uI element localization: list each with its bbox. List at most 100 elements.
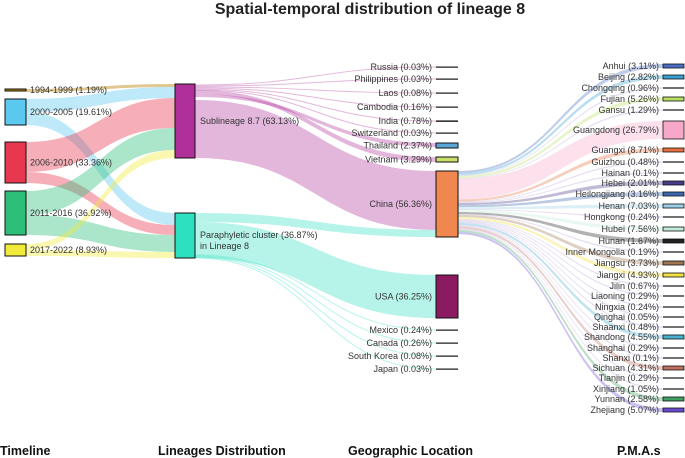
flow-2000-2005-to-sublineage (26, 87, 175, 112)
province-node-guangdong (662, 120, 685, 140)
province-label-henan: Henan (7.03%) (598, 201, 659, 211)
province-node-shandong (662, 334, 685, 340)
province-label-heilongjiang: Heilongjiang (3.16%) (575, 189, 659, 199)
flow-china-to-zhejiang (458, 232, 663, 412)
timeline-label-2011-2016: 2011-2016 (36.92%) (30, 208, 111, 218)
flow-paraphyletic-to-china (195, 213, 436, 237)
flow-china-to-shanghai (458, 224, 663, 349)
province-label-xinjiang: Xinjiang (1.05%) (593, 384, 659, 394)
country-label-south-korea: South Korea (0.08%) (348, 351, 432, 361)
flow-china-to-jiangxi (458, 217, 663, 277)
flow-china-to-guangdong (458, 121, 663, 200)
province-label-shaanxi: Shaanxi (0.48%) (592, 322, 659, 332)
province-node-henan (662, 203, 685, 209)
country-label-china: China (56.36%) (369, 199, 432, 209)
flow-china-to-jiangsu (458, 214, 663, 265)
province-label-ningxia: Ningxia (0.24%) (595, 302, 659, 312)
flow-china-to-hunan (458, 212, 663, 243)
province-node-xinjiang (663, 388, 684, 390)
flow-sublineage-to-small-country-5 (194, 89, 437, 134)
flow-china-to-liaoning (458, 219, 663, 297)
province-label-zhejiang: Zhejiang (5.07%) (590, 405, 659, 415)
province-node-zhejiang (662, 407, 685, 413)
flow-china-to-gansu (458, 109, 663, 179)
province-node-guangxi (662, 147, 685, 153)
flow-sublineage-to-vietnam (195, 90, 436, 162)
country-node-usa (435, 274, 459, 319)
flow-sublineage-to-thailand (195, 94, 436, 147)
province-node-guizhou (663, 161, 684, 163)
province-node-shanghai (663, 347, 684, 349)
flow-china-to-hongkong (458, 209, 663, 218)
flow-sublineage-to-small-country-0 (194, 66, 437, 86)
country-node-vietnam (435, 156, 459, 163)
province-label-gansu: Gansu (1.29%) (598, 105, 659, 115)
country-node-south-korea (436, 355, 458, 357)
province-node-hainan (663, 172, 684, 174)
flow-china-to-chongqing (458, 87, 663, 176)
flow-china-to-ningxia (458, 220, 663, 308)
flow-china-to-hebei (458, 181, 663, 206)
province-label-hunan: Hunan (1.67%) (598, 236, 659, 246)
flow-china-to-guangxi (458, 148, 663, 202)
country-node-mexico (436, 329, 458, 331)
flow-china-to-inner-mongolia (458, 214, 663, 253)
flow-2011-2016-to-sublineage (26, 128, 175, 215)
province-node-hubei (662, 226, 685, 232)
province-label-hebei: Hebei (2.01%) (601, 178, 659, 188)
country-label-canada: Canada (0.26%) (366, 338, 432, 348)
flow-china-to-shaanxi (458, 222, 663, 328)
province-label-fujian: Fujian (5.26%) (600, 94, 659, 104)
flow-paraphyletic-to-lower-country-1 (194, 255, 437, 344)
province-label-shandong: Shandong (4.55%) (584, 332, 659, 342)
flow-sublineage-to-small-country-4 (194, 88, 437, 122)
country-node-switzerland (436, 132, 458, 134)
column-header-pmas: P.M.A.s (617, 444, 661, 458)
flow-sublineage-to-china (195, 100, 436, 230)
province-label-sichuan: Sichuan (4.31%) (592, 363, 659, 373)
province-node-sichuan (662, 365, 685, 371)
province-node-fujian (662, 96, 685, 102)
flow-china-to-shanxi (458, 225, 663, 359)
province-label-hainan: Hainan (0.1%) (601, 168, 659, 178)
province-label-tianjin: Tianjin (0.29%) (599, 373, 659, 383)
country-label-mexico: Mexico (0.24%) (369, 325, 432, 335)
country-label-switzerland: Switzerland (0.03%) (351, 128, 432, 138)
province-node-chongqing (663, 87, 684, 89)
flow-china-to-fujian (458, 97, 663, 178)
province-node-anhui (662, 63, 685, 69)
province-label-hongkong: Hongkong (0.24%) (584, 212, 659, 222)
flow-china-to-heilongjiang (458, 192, 663, 208)
flow-china-to-yunnan (458, 230, 663, 401)
flow-china-to-hubei (458, 210, 663, 231)
province-node-heilongjiang (662, 191, 685, 197)
province-node-tianjin (663, 377, 684, 379)
province-node-jiangxi (662, 272, 685, 278)
country-label-cambodia: Cambodia (0.16%) (357, 102, 432, 112)
country-node-thailand (435, 142, 459, 149)
country-node-canada (436, 342, 458, 344)
flow-china-to-jilin (458, 219, 663, 287)
province-node-beijing (662, 74, 685, 80)
flow-china-to-sichuan (458, 226, 663, 370)
timeline-node-2017-2022 (4, 243, 27, 257)
country-label-japan: Japan (0.03%) (373, 364, 432, 374)
timeline-label-2006-2010: 2006-2010 (33.36%) (30, 158, 112, 168)
province-node-shaanxi (663, 326, 684, 328)
country-node-china (435, 170, 459, 238)
flow-paraphyletic-to-lower-country-3 (194, 257, 437, 370)
country-label-russia: Russia (0.03%) (370, 62, 432, 72)
column-header-geographic: Geographic Location (348, 444, 473, 458)
flow-2011-2016-to-paraphyletic (26, 215, 175, 252)
flow-1994-1999-to-sublineage (26, 84, 175, 92)
province-label-jiangsu: Jiangsu (3.73%) (594, 258, 659, 268)
flow-2017-2022-to-paraphyletic (26, 250, 175, 258)
province-node-jiangsu (662, 260, 685, 266)
province-label-anhui: Anhui (3.11%) (603, 61, 659, 71)
flow-sublineage-to-small-country-2 (194, 86, 437, 94)
flow-china-to-beijing (458, 75, 663, 176)
province-node-inner-mongolia (663, 251, 684, 253)
flow-paraphyletic-to-lower-country-2 (194, 256, 437, 357)
flow-china-to-henan (458, 204, 663, 210)
